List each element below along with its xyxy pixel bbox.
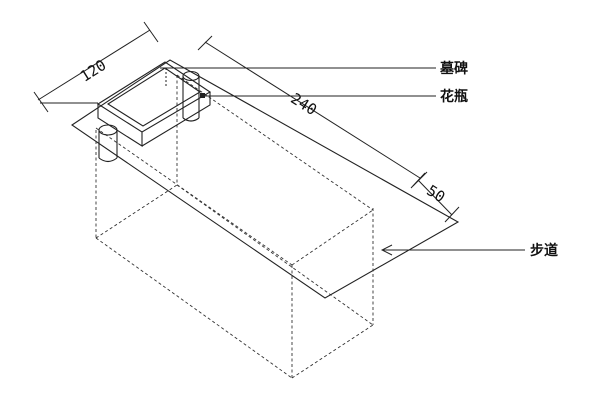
leader-tombstone: 墓碑 (160, 60, 468, 86)
leader-vase: 花瓶 (200, 88, 468, 105)
dimension-50: 50 (410, 172, 460, 223)
ground-plane (71, 59, 460, 299)
leader-walkway: 步道 (380, 242, 558, 259)
dimension-240-label: 240 (288, 89, 321, 119)
vault-box (95, 74, 374, 379)
vase-right (182, 70, 200, 122)
dimension-120: 120 (33, 21, 159, 113)
dimension-50-label: 50 (424, 181, 449, 206)
label-tombstone: 墓碑 (439, 60, 468, 77)
label-walkway: 步道 (530, 242, 558, 259)
label-vase: 花瓶 (440, 88, 468, 105)
dimension-120-label: 120 (77, 56, 110, 86)
vase-left (98, 124, 118, 163)
tombstone-block (96, 61, 212, 148)
dimension-240: 240 (197, 35, 428, 187)
